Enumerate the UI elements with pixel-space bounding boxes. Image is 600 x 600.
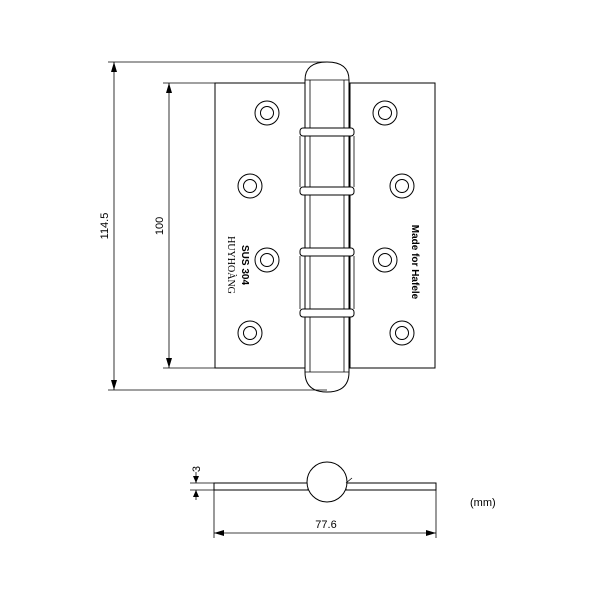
bearing-ring: [299, 247, 355, 257]
left-leaf-material: SUS 304: [239, 245, 250, 285]
left-leaf-brand: HUYHOÀNG: [225, 236, 237, 294]
top-view-knuckle: [306, 461, 348, 503]
screw-hole: [254, 247, 280, 273]
hinge-knuckle: [304, 61, 350, 393]
dimension-thickness: 3: [190, 466, 214, 500]
bearing-ring: [299, 308, 355, 318]
top-view-right-leaf: [345, 482, 437, 491]
right-leaf-screw-holes: [372, 100, 415, 346]
screw-hole: [237, 173, 263, 199]
plate-height-label: 100: [154, 217, 166, 235]
screw-hole: [237, 320, 263, 346]
top-view-left-leaf: [213, 482, 309, 491]
right-leaf-plate: [349, 82, 436, 369]
unit-label: (mm): [470, 497, 496, 509]
hinge-top-view: [213, 461, 437, 503]
bearing-rings: [299, 127, 355, 318]
open-width-label: 77.6: [315, 519, 336, 531]
screw-hole: [254, 100, 280, 126]
screw-hole: [372, 247, 398, 273]
left-leaf-screw-holes: [237, 100, 280, 346]
screw-hole: [389, 173, 415, 199]
bearing-ring: [299, 186, 355, 196]
dimension-open-width: 77.6: [213, 490, 437, 538]
right-leaf-marking: Made for Hafele: [409, 225, 420, 300]
overall-height-label: 114.5: [99, 213, 111, 240]
bearing-ring: [299, 127, 355, 137]
screw-hole: [389, 320, 415, 346]
thickness-label: 3: [191, 466, 203, 472]
hinge-front-view: HUYHOÀNG SUS 304 Made for Hafele: [214, 61, 436, 393]
left-leaf-plate: [214, 82, 306, 369]
screw-hole: [372, 100, 398, 126]
dimension-plate-height: 100: [154, 82, 215, 369]
dimension-overall-height: 114.5: [99, 61, 327, 391]
